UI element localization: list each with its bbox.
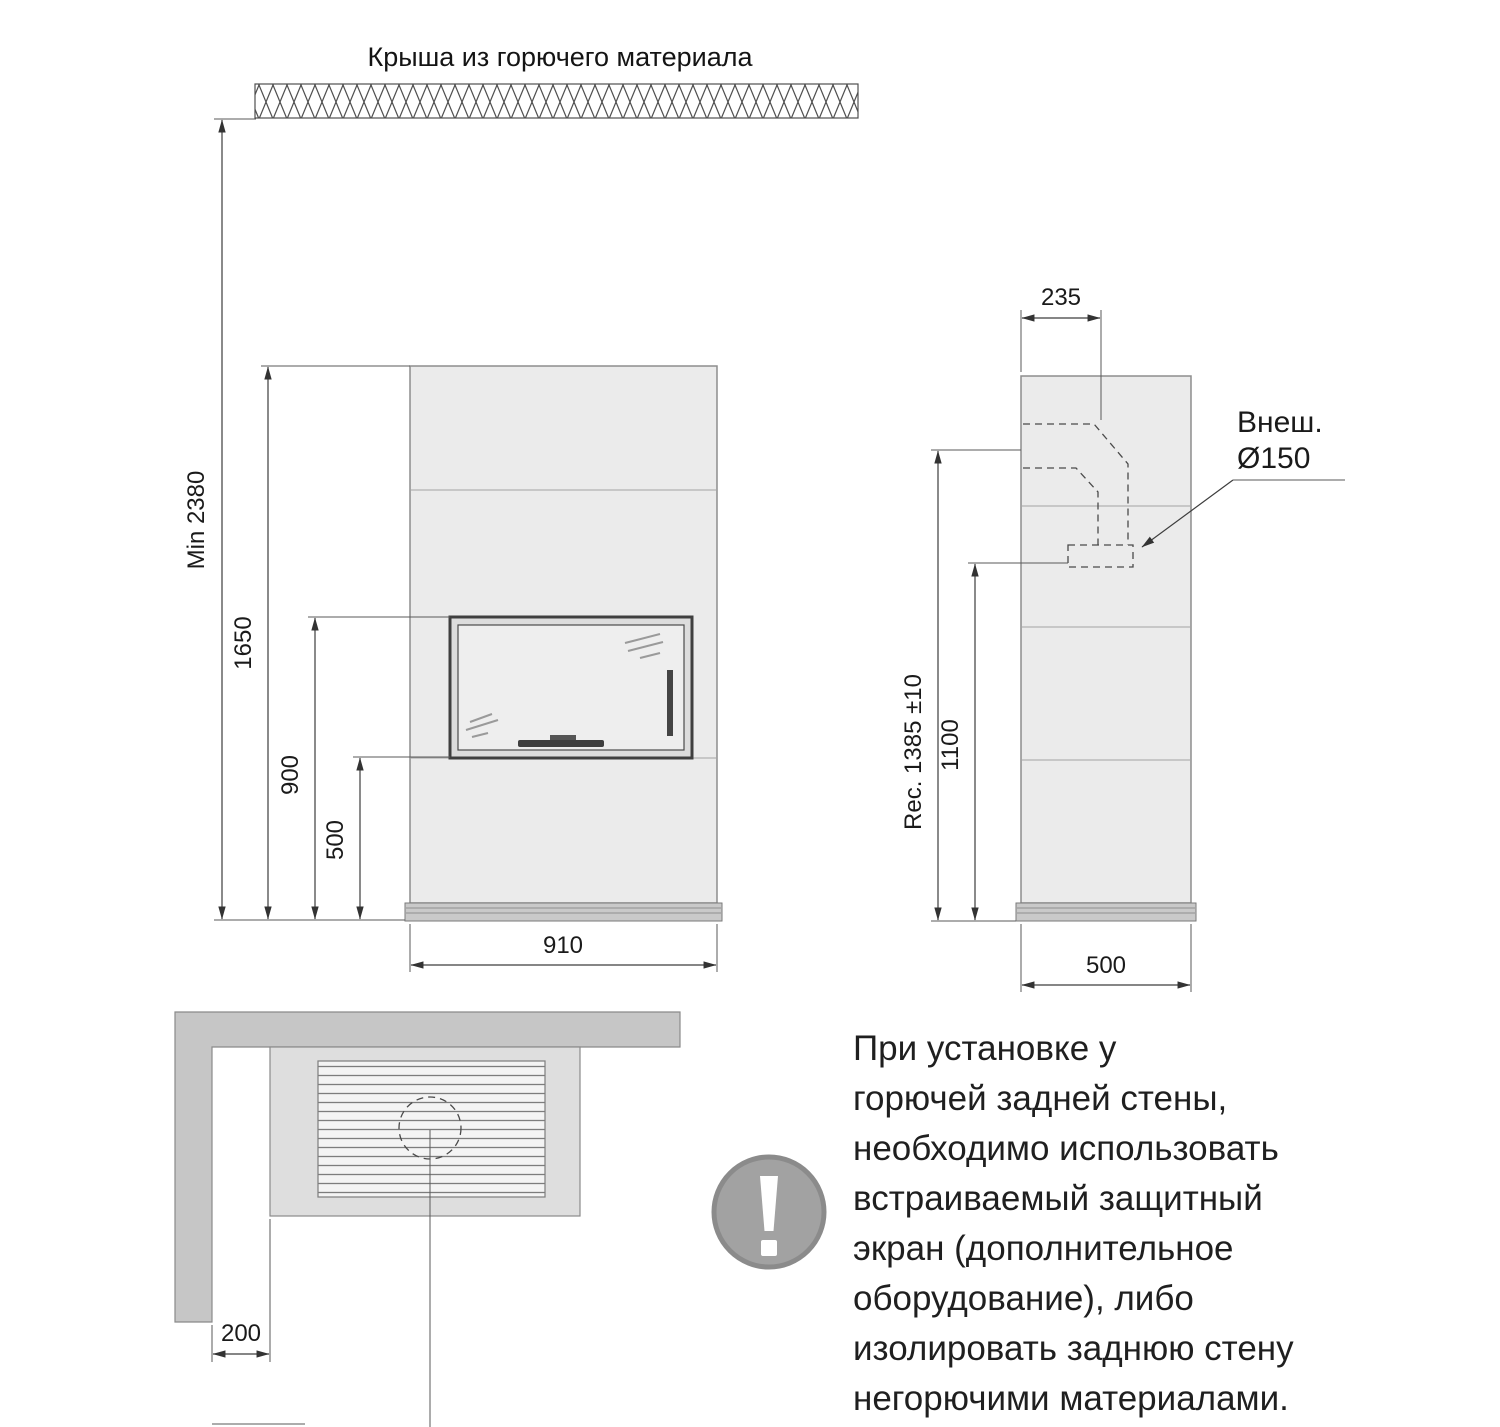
glass-reflections	[465, 633, 664, 738]
dim-min-2380-label: Min 2380	[183, 471, 210, 570]
front-view-firebox	[448, 615, 694, 760]
warning-icon	[711, 1154, 827, 1270]
dim-500-depth-label: 500	[1086, 952, 1126, 979]
warning-line: При установке у	[853, 1029, 1117, 1068]
roof-label: Крыша из горючего материала	[367, 42, 753, 72]
top-view: 200	[174, 1011, 681, 1427]
side-plinth	[1015, 902, 1197, 922]
flue-pipe-dashed	[1023, 423, 1134, 568]
dim-1650-label: 1650	[230, 616, 257, 669]
flue-leader-arrow	[1141, 479, 1234, 548]
dim-900-label: 900	[277, 755, 304, 795]
warning-text: При установке у горючей задней стены, не…	[853, 1024, 1473, 1424]
warning-line: изолировать заднюю стену	[853, 1329, 1294, 1368]
firebox-glass	[457, 624, 685, 751]
dim-500-label: 500	[322, 820, 349, 860]
front-view	[404, 365, 723, 922]
warning-line: необходимо использовать	[853, 1129, 1279, 1168]
dim-910-label: 910	[543, 932, 583, 959]
warning-line: оборудование), либо	[853, 1279, 1194, 1318]
roof-hatch	[254, 83, 859, 119]
exclamation-icon	[760, 1176, 778, 1231]
dim-200-label: 200	[221, 1320, 261, 1347]
front-view-dimensions: Min 2380 1650 900 500 910	[183, 118, 718, 972]
flue-diameter-callout: Внеш. Ø150	[1141, 406, 1345, 548]
firebox-latch	[550, 735, 576, 740]
firebox-handle	[518, 740, 604, 747]
front-plinth	[404, 902, 723, 922]
side-view-dimensions: 235 Внеш. Ø150 Rec. 1385 ±10 1100 500	[900, 284, 1345, 992]
side-view	[1015, 375, 1197, 922]
exclamation-dot	[761, 1240, 777, 1256]
top-view-grille	[318, 1061, 545, 1197]
side-view-body	[1020, 375, 1192, 904]
dim-235-label: 235	[1041, 284, 1081, 311]
top-view-wall	[174, 1011, 681, 1323]
dim-rec-1385-label: Rec. 1385 ±10	[900, 674, 927, 830]
warning-line: встраиваемый защитный	[853, 1179, 1263, 1218]
warning-line: негорючими материалами.	[853, 1379, 1289, 1418]
flue-diameter-label-2: Ø150	[1237, 442, 1310, 475]
firebox-vent	[667, 670, 673, 736]
flue-diameter-label-1: Внеш.	[1237, 406, 1323, 439]
warning-line: горючей задней стены,	[853, 1079, 1228, 1118]
warning-line: экран (дополнительное	[853, 1229, 1234, 1268]
dim-1100-label: 1100	[937, 719, 964, 771]
